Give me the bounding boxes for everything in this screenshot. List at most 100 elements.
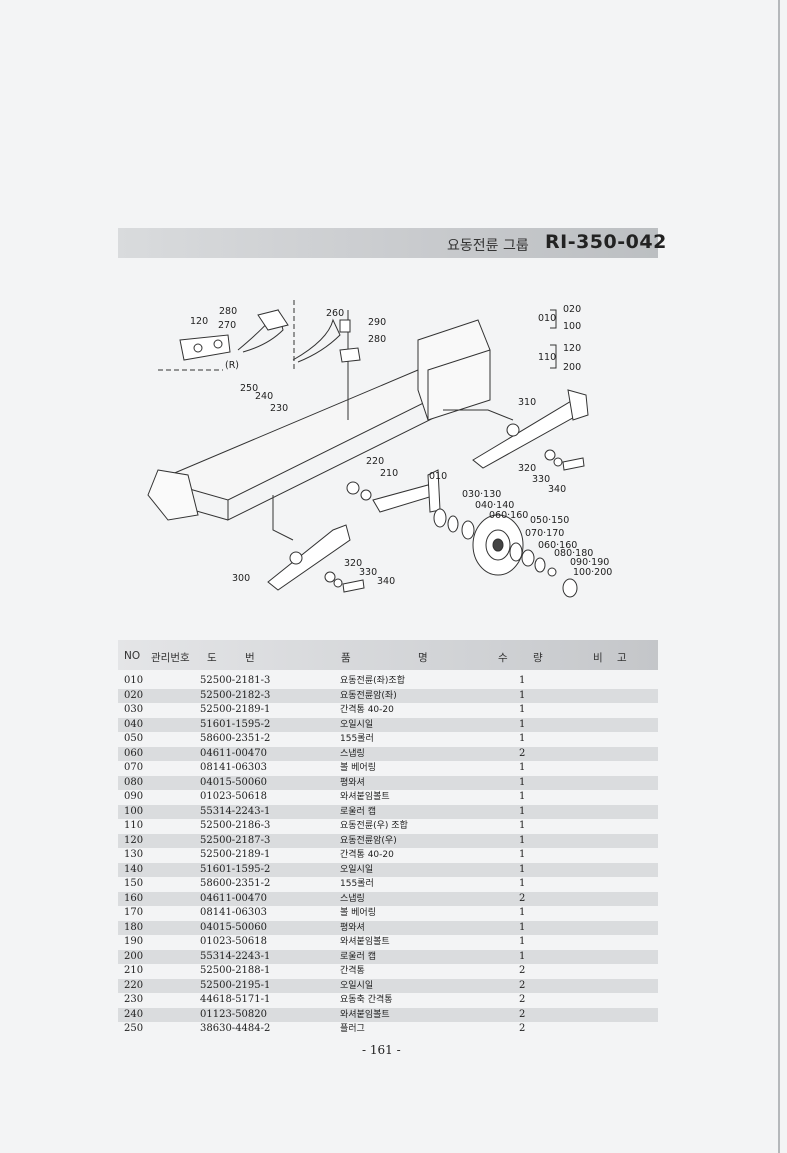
part-no: 190: [124, 936, 144, 947]
part-no: 040: [124, 718, 144, 730]
part-no: 090: [124, 791, 144, 802]
part-name: 요동축 간격통: [340, 995, 393, 1005]
callout-010-arm: 010: [429, 471, 447, 482]
quantity: 1: [519, 921, 526, 933]
part-name: 플러그: [340, 1024, 365, 1034]
parts-table-header: NO 관리번호 도 번 품 명 수 량 비 고: [118, 640, 658, 670]
part-name: 간격통: [340, 966, 365, 976]
callout-010-set: 010: [538, 313, 556, 324]
part-no: 010: [124, 675, 144, 686]
part-name: 평와셔: [340, 922, 365, 933]
part-no: 080: [124, 776, 144, 788]
part-name: 155롤러: [340, 734, 374, 744]
callout-260: 260: [326, 308, 344, 319]
drawing-number: 04611-00470: [200, 892, 268, 904]
header-drawing-2: 번: [245, 652, 255, 664]
drawing-number: 04015-50060: [200, 921, 268, 933]
callout-340-bottom: 340: [377, 576, 395, 587]
page-edge-rule: [778, 0, 780, 1153]
parts-table-body: 010 52500-2181-3 요동전륜(좌)조합 1 020 52500-2182-3…: [118, 674, 658, 1037]
drawing-number: 58600-2351-2: [200, 878, 271, 889]
part-no: 100: [124, 805, 144, 817]
quantity: 1: [519, 950, 526, 962]
part-name: 오일시일: [340, 719, 374, 730]
callout-030-130: 030·130: [462, 489, 501, 500]
part-name: 요동전륜암(우): [340, 835, 397, 846]
drawing-number: 52500-2195-1: [200, 979, 271, 991]
page-number: - 161 -: [362, 1043, 401, 1057]
drawing-number: 08141-06303: [200, 907, 268, 918]
callout-100-200: 100·200: [573, 567, 612, 578]
callout-340-right: 340: [548, 484, 566, 495]
part-no: 210: [124, 965, 144, 976]
quantity: 2: [519, 892, 526, 904]
drawing-number: 01023-50618: [200, 791, 268, 802]
callout-220: 220: [366, 456, 384, 467]
drawing-number: 52500-2182-3: [200, 689, 271, 701]
part-no: 120: [124, 834, 144, 846]
drawing-number: 58600-2351-2: [200, 733, 271, 744]
callout-200-range: 200: [563, 362, 581, 373]
part-name: 와셔붙임볼트: [340, 1009, 390, 1020]
callout-090-190: 090·190: [570, 557, 609, 568]
part-name: 스냅링: [340, 748, 365, 759]
callout-210: 210: [380, 468, 398, 479]
drawing-number: 51601-1595-2: [200, 863, 271, 875]
drawing-number: 52500-2187-3: [200, 834, 271, 846]
part-name: 오일시일: [340, 864, 374, 875]
header-part-name-2: 명: [418, 652, 428, 664]
part-name: 간격통 40-20: [340, 705, 394, 715]
exploded-parts-diagram: 280 120 270 (R) 260 290 280 010 020 100 …: [118, 290, 658, 630]
part-name: 로울러 캡: [340, 806, 376, 817]
parts-table: NO 관리번호 도 번 품 명 수 량 비 고 010 52500-2181-3 요…: [118, 640, 658, 1037]
part-name: 오일시일: [340, 980, 374, 991]
callout-040-140: 040·140: [475, 500, 514, 511]
drawing-number: 52500-2181-3: [200, 675, 271, 686]
callout-120-range: 120: [563, 343, 581, 354]
callout-330-right: 330: [532, 474, 550, 485]
part-no: 240: [124, 1008, 144, 1020]
callout-330-bottom: 330: [359, 567, 377, 578]
drawing-number: 38630-4484-2: [200, 1023, 271, 1034]
callout-230: 230: [270, 403, 288, 414]
quantity: 2: [519, 1023, 526, 1034]
quantity: 1: [519, 704, 526, 715]
header-remarks-1: 비: [593, 652, 603, 664]
callout-r: (R): [225, 360, 239, 371]
callout-070-170: 070·170: [525, 528, 564, 539]
callout-280-top: 280: [219, 306, 237, 317]
quantity: 2: [519, 994, 526, 1005]
quantity: 1: [519, 805, 526, 817]
part-no: 050: [124, 733, 144, 744]
drawing-number: 55314-2243-1: [200, 805, 271, 817]
drawing-number: 08141-06303: [200, 762, 268, 773]
callout-120-top: 120: [190, 316, 208, 327]
drawing-number: 52500-2189-1: [200, 704, 271, 715]
quantity: 2: [519, 747, 526, 759]
quantity: 1: [519, 776, 526, 788]
group-code: RI-350-042: [545, 231, 667, 253]
quantity: 1: [519, 762, 526, 773]
callout-080-180: 080·180: [554, 548, 593, 559]
part-name: 요동전륜(좌)조합: [340, 676, 405, 686]
part-no: 030: [124, 704, 144, 715]
header-part-name-1: 품: [341, 652, 351, 664]
quantity: 1: [519, 791, 526, 802]
header-quantity-1: 수: [498, 652, 508, 664]
part-no: 020: [124, 689, 144, 701]
drawing-number: 51601-1595-2: [200, 718, 271, 730]
header-remarks-2: 고: [617, 652, 627, 664]
